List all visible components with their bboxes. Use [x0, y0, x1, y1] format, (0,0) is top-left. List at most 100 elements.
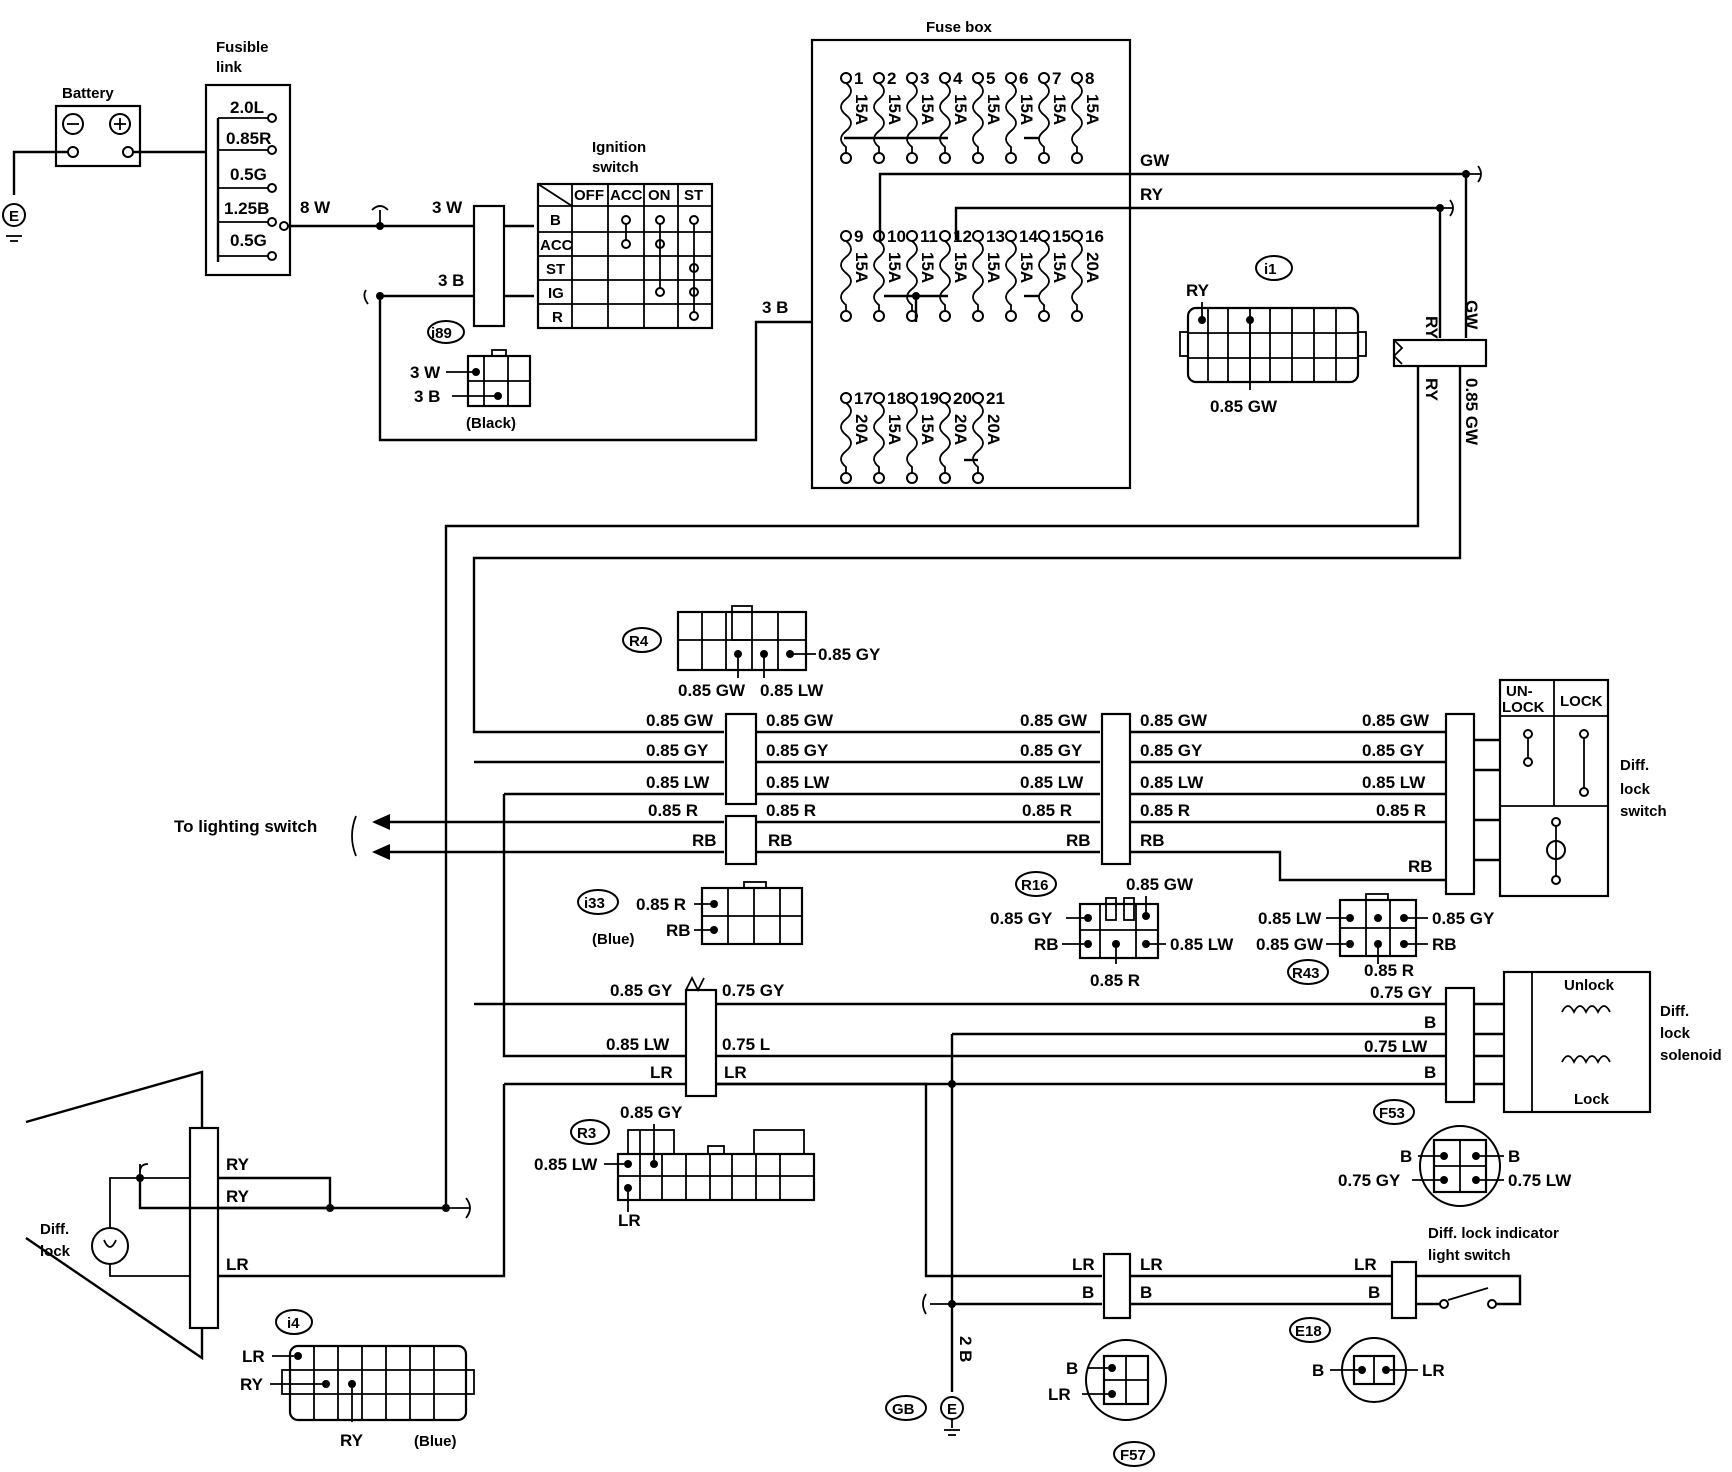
fuse-rating: 15A: [984, 94, 1003, 125]
wire-label: 0.85 GW: [1210, 397, 1278, 416]
fuse-rating: 15A: [918, 94, 937, 125]
connector-i33: i33 0.85 R RB (Blue): [577, 881, 804, 948]
lock-coil-label: Lock: [1574, 1091, 1610, 1108]
fuse-rating: 20A: [951, 414, 970, 445]
wire-label: 2 B: [956, 1336, 975, 1362]
wire-label: RB: [692, 831, 717, 850]
fuse-number: 17: [854, 389, 873, 408]
wire-label: 0.85 GW: [1126, 875, 1194, 894]
wire-label: B: [1508, 1147, 1520, 1166]
wire-label: 3 W: [410, 363, 441, 382]
connector-id: R16: [1021, 877, 1049, 894]
ignition-col: ACC: [610, 187, 643, 204]
wire-label: LR: [1140, 1255, 1163, 1274]
wire-label: RY: [1140, 185, 1164, 204]
wire-label: 0.85 GY: [1362, 741, 1425, 760]
wire-label: LR: [1422, 1361, 1445, 1380]
connector-id: F53: [1379, 1105, 1405, 1122]
fuse-number: 3: [920, 69, 929, 88]
wire-label: RB: [1066, 831, 1091, 850]
wire-label: RB: [666, 921, 691, 940]
fuse-rating: 15A: [951, 94, 970, 125]
wire-label: 0.85 LW: [1362, 773, 1426, 792]
wire-label: GW: [1462, 300, 1481, 330]
fuse-number: 10: [887, 227, 906, 246]
wire-label: GW: [1140, 151, 1170, 170]
wire-label: 0.75 GY: [1338, 1171, 1401, 1190]
connector-id: E18: [1295, 1323, 1322, 1340]
fuse-number: 11: [920, 227, 938, 246]
wire-label: RY: [226, 1187, 250, 1206]
fuse-rating: 15A: [1050, 94, 1069, 125]
wire-label: 3 B: [438, 271, 464, 290]
wire-label: LR: [1354, 1255, 1377, 1274]
wire-label: B: [1424, 1063, 1436, 1082]
lock-label: LOCK: [1560, 693, 1603, 710]
fuse-rating: 15A: [918, 414, 937, 445]
harness-labels: 0.85 GW 0.85 GW 0.85 GW 0.85 GW 0.85 GW …: [646, 711, 1433, 876]
connector-id: i4: [287, 1315, 300, 1332]
connector-id: R4: [629, 633, 649, 650]
connector-id: R3: [577, 1125, 596, 1142]
wire-label: B: [1400, 1147, 1412, 1166]
fuse-rating: 15A: [852, 94, 871, 125]
fuse-rating: 15A: [885, 252, 904, 283]
wire-label: RB: [768, 831, 793, 850]
fuse-number: 18: [887, 389, 906, 408]
wire-label: B: [1424, 1013, 1436, 1032]
battery: Battery: [54, 85, 142, 168]
wire-label: 0.85 R: [1140, 801, 1190, 820]
wire-label: RB: [1408, 857, 1433, 876]
connector-id: i1: [1264, 261, 1277, 278]
connector-id: i33: [584, 895, 605, 912]
connector-color: (Blue): [414, 1433, 457, 1450]
wire-label: RB: [1034, 935, 1059, 954]
fusible-link: Fusible link 2.0L 0.85R 0.5G 1.25B 0.5G: [204, 39, 292, 277]
ignition-col: ST: [684, 187, 703, 204]
fuse-box: Fuse box 115A215A315A415A515A615A715A815…: [810, 19, 1466, 490]
wire-label: 0.75 LW: [1364, 1037, 1428, 1056]
connector-R16: R16 0.85 GW 0.85 GY RB 0.85 LW 0.85 R: [990, 871, 1234, 990]
wire-label: 0.85 LW: [534, 1155, 598, 1174]
wire-label: 0.75 GY: [1370, 983, 1433, 1002]
wire-label: 0.85 LW: [1258, 909, 1322, 928]
earth-label: E: [9, 208, 19, 225]
diff-lock-switch-label-2: lock: [1620, 781, 1651, 798]
connector-color: (Black): [466, 415, 516, 432]
battery-earth: E: [2, 203, 26, 242]
wire-label: B: [1082, 1283, 1094, 1302]
wire-label: 0.85 GW: [646, 711, 714, 730]
fuse-number: 15: [1052, 227, 1071, 246]
connector-R43: 0.85 LW 0.85 GY 0.85 GW RB 0.85 R R43: [1256, 893, 1495, 985]
wire-label: 0.85 R: [1364, 961, 1414, 980]
ignition-row: R: [552, 309, 563, 326]
wire-label: B: [1066, 1359, 1078, 1378]
fusible-link-value: 0.85R: [226, 129, 271, 148]
ignition-row: ACC: [540, 237, 573, 254]
fuse-rating: 15A: [918, 252, 937, 283]
wire-label: 0.85 GY: [766, 741, 829, 760]
fusible-link-value: 1.25B: [224, 199, 269, 218]
wire-label: 0.85 GY: [1432, 909, 1495, 928]
connector-F53: F53 B B 0.75 GY 0.75 LW: [1338, 1099, 1572, 1207]
diff-lock-lamp-label-1: Diff.: [40, 1221, 69, 1238]
fusible-link-value: 0.5G: [230, 165, 267, 184]
wire-label: 0.85 LW: [760, 681, 824, 700]
wire-label: LR: [724, 1063, 747, 1082]
wire-label: 0.85 GY: [990, 909, 1053, 928]
wire-label: 0.85 GW: [1140, 711, 1208, 730]
wire-label: 0.85 GW: [1256, 935, 1324, 954]
fuse-number: 20: [953, 389, 972, 408]
wire-label: RB: [1140, 831, 1165, 850]
wire-label: 0.85 LW: [766, 773, 830, 792]
wire-label: 3 B: [414, 387, 440, 406]
fuse-rating: 15A: [1017, 252, 1036, 283]
